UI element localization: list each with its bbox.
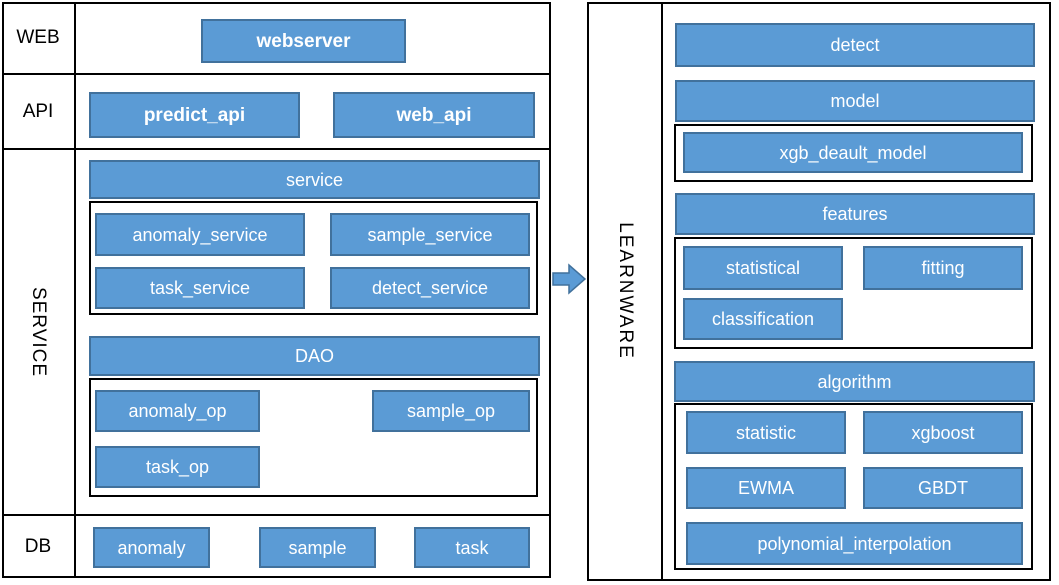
box-webserver: webserver	[201, 19, 406, 63]
box-predict-api: predict_api	[89, 92, 300, 138]
box-detect-service: detect_service	[330, 267, 530, 309]
box-task-op: task_op	[95, 446, 260, 488]
row-label-web: WEB	[2, 2, 74, 73]
box-anomaly: anomaly	[93, 527, 210, 568]
box-task-service: task_service	[95, 267, 305, 309]
right-arrow-icon	[552, 262, 587, 296]
box-web-api: web_api	[333, 92, 535, 138]
box-polynomial-interpolation: polynomial_interpolation	[686, 522, 1023, 565]
box-gbdt: GBDT	[863, 467, 1023, 509]
learnware-column-divider	[661, 2, 663, 581]
row-label-service-text: SERVICE	[28, 286, 50, 378]
box-anomaly-service: anomaly_service	[95, 213, 305, 256]
row-label-db: DB	[2, 516, 74, 578]
row-label-service: SERVICE	[2, 150, 74, 514]
box-detect: detect	[675, 23, 1035, 67]
box-task: task	[414, 527, 530, 568]
box-dao-header: DAO	[89, 336, 540, 376]
box-sample-op: sample_op	[372, 390, 530, 432]
left-label-column-divider	[74, 2, 76, 578]
web-api-divider	[2, 73, 551, 75]
box-classification: classification	[683, 298, 843, 340]
box-algorithm-header: algorithm	[674, 361, 1035, 402]
row-label-db-text: DB	[24, 536, 52, 557]
row-label-web-text: WEB	[16, 26, 60, 48]
box-sample: sample	[259, 527, 376, 568]
box-anomaly-op: anomaly_op	[95, 390, 260, 432]
box-sample-service: sample_service	[330, 213, 530, 256]
service-db-divider	[2, 514, 551, 516]
box-service-header: service	[89, 160, 540, 199]
box-xgboost: xgboost	[863, 411, 1023, 454]
box-statistic: statistic	[686, 411, 846, 454]
box-xgb-deault-model: xgb_deault_model	[683, 132, 1023, 173]
api-service-divider	[2, 148, 551, 150]
box-model-header: model	[675, 80, 1035, 122]
row-label-api-text: API	[22, 100, 54, 122]
row-label-api: API	[2, 75, 74, 148]
box-ewma: EWMA	[686, 467, 846, 509]
box-features-header: features	[675, 193, 1035, 235]
box-statistical: statistical	[683, 246, 843, 290]
panel-label-learnware: LEARNWARE	[589, 2, 661, 579]
panel-label-learnware-text: LEARNWARE	[615, 221, 636, 360]
box-fitting: fitting	[863, 246, 1023, 290]
